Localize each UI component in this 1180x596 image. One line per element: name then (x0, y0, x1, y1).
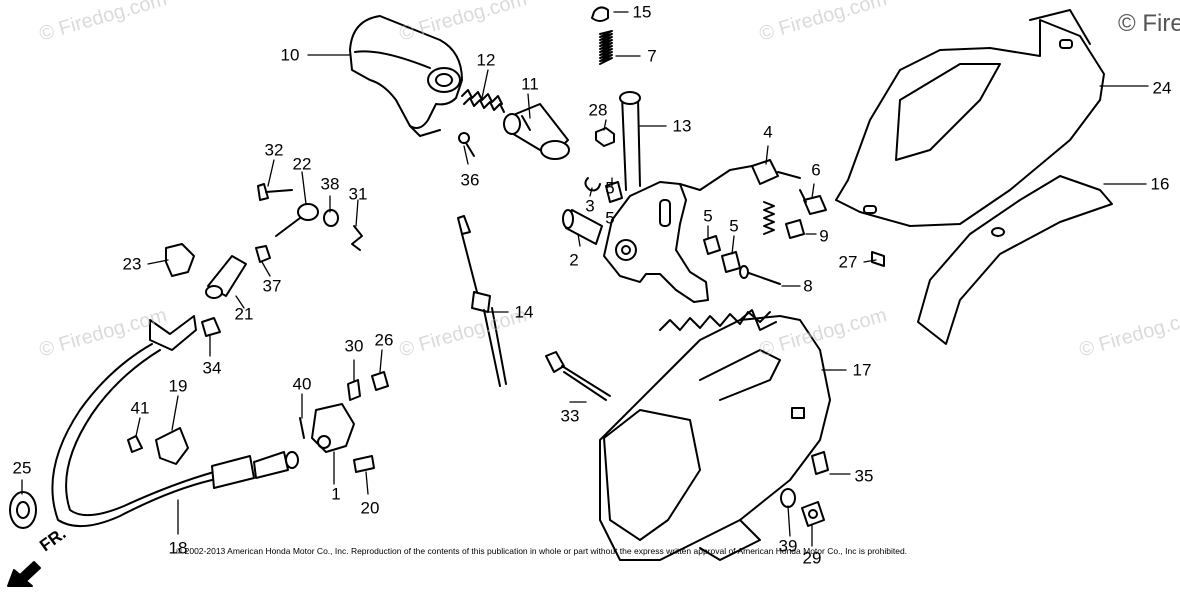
spring-9 (739, 201, 805, 285)
part-label-36: 36 (460, 170, 480, 190)
part-label-35: 35 (854, 466, 874, 486)
part-label-19: 19 (168, 376, 188, 396)
part-label-39: 39 (778, 536, 798, 556)
screw-27 (871, 251, 885, 267)
part-label-4: 4 (763, 122, 773, 142)
part-label-40: 40 (292, 374, 312, 394)
part-label-12: 12 (476, 50, 496, 70)
nut-28 (595, 127, 615, 147)
shift-knob (349, 15, 463, 137)
part-label-14: 14 (514, 302, 534, 322)
part-label-5c: 5 (729, 216, 739, 236)
part-label-31: 31 (348, 184, 368, 204)
part-label-38: 38 (320, 174, 340, 194)
cable-joint (165, 243, 271, 299)
part-label-7: 7 (647, 46, 657, 66)
part-label-22: 22 (292, 154, 312, 174)
rod-end-assembly (257, 183, 363, 251)
part-label-32: 32 (264, 140, 284, 160)
copyright-notice: © 2002-2013 American Honda Motor Co., In… (176, 546, 908, 556)
corner-watermark: © Fire (1118, 10, 1180, 37)
part-label-13: 13 (672, 116, 692, 136)
bushings (562, 177, 741, 273)
part-label-15: 15 (632, 2, 652, 22)
part-label-37: 37 (262, 276, 282, 296)
part-label-34: 34 (202, 358, 222, 378)
screw-36 (458, 132, 475, 157)
part-label-28: 28 (588, 100, 608, 120)
part-label-33: 33 (560, 406, 580, 426)
upper-cover (835, 9, 1105, 227)
lower-cover (917, 175, 1113, 345)
pivot-bracket (299, 371, 389, 473)
base-housing (599, 309, 831, 561)
long-bolt (545, 351, 611, 401)
part-label-8: 8 (803, 276, 813, 296)
part-label-5d: 5 (605, 178, 615, 198)
part-label-9: 9 (819, 226, 829, 246)
part-label-25: 25 (12, 458, 32, 478)
part-label-27: 27 (838, 252, 858, 272)
part-label-10: 10 (280, 45, 300, 65)
fasteners-lower (780, 451, 829, 527)
link-rod (457, 215, 507, 387)
spring-rod-assembly (591, 6, 641, 191)
clamp-hardware (9, 317, 221, 529)
shift-arm (603, 165, 753, 303)
part-label-1: 1 (331, 484, 341, 504)
part-label-21: 21 (234, 304, 254, 324)
shift-cable (51, 315, 299, 528)
part-label-20: 20 (360, 498, 380, 518)
part-label-18: 18 (168, 538, 188, 558)
leader-lines (21, 11, 1149, 547)
part-label-17: 17 (852, 360, 872, 380)
front-arrow-icon (7, 561, 41, 587)
part-label-24: 24 (1152, 78, 1172, 98)
part-label-5b: 5 (703, 206, 713, 226)
part-label-26: 26 (374, 330, 394, 350)
spring-12 (461, 89, 505, 113)
part-label-5a: 5 (605, 208, 615, 228)
part-label-6: 6 (811, 160, 821, 180)
plunger (503, 103, 570, 160)
part-label-41: 41 (130, 398, 150, 418)
part-label-23: 23 (122, 254, 142, 274)
part-label-30: 30 (344, 336, 364, 356)
part-label-3: 3 (585, 196, 595, 216)
part-label-11: 11 (521, 74, 539, 94)
part-label-29: 29 (802, 548, 822, 568)
part-label-16: 16 (1150, 174, 1170, 194)
clevis-pin (751, 159, 827, 215)
part-label-2: 2 (569, 250, 579, 270)
